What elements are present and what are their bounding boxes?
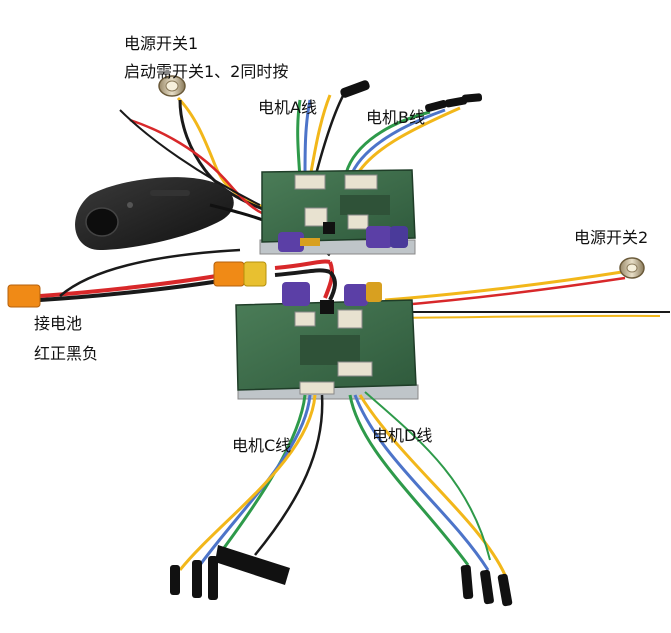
motor-d-connector xyxy=(337,361,373,377)
power-switch-2-label: 电源开关2 xyxy=(574,228,649,247)
capacitor xyxy=(282,282,382,306)
motor-d-wires xyxy=(348,391,513,607)
tape-icon xyxy=(215,545,290,585)
motor-c-connector xyxy=(299,381,335,395)
motor-a-label: 电机A线 xyxy=(258,98,317,117)
battery-cable xyxy=(7,248,337,308)
start-instruction-label: 启动需开关1、2同时按 xyxy=(124,62,289,81)
motor-a-wires xyxy=(296,80,370,179)
motor-c-wires xyxy=(170,394,324,600)
motor-c-label: 电机C线 xyxy=(232,436,292,455)
capacitor xyxy=(278,226,408,252)
motor-b-wires xyxy=(343,93,483,179)
battery-label: 接电池 xyxy=(34,314,83,333)
remote-thumb-wheel xyxy=(85,207,119,237)
motor-a-connector xyxy=(294,174,326,190)
controller-board-upper xyxy=(259,169,416,255)
remote-control xyxy=(75,177,331,257)
motor-b-connector xyxy=(344,174,378,190)
motor-d-label: 电机D线 xyxy=(372,426,433,445)
power-switch-1 xyxy=(119,75,293,224)
battery-plug xyxy=(7,284,41,308)
power-switch-1-label: 电源开关1 xyxy=(124,34,199,53)
xt-connector xyxy=(213,261,245,287)
controller-board-lower xyxy=(235,282,419,400)
polarity-label: 红正黑负 xyxy=(34,344,99,363)
motor-b-label: 电机B线 xyxy=(366,108,425,127)
